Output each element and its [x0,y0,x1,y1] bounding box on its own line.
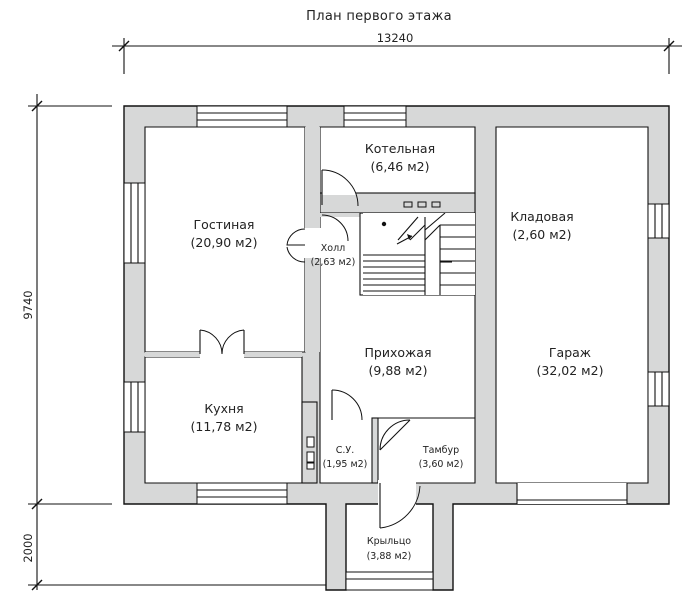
storage-area: (2,60 м2) [513,227,572,242]
vestibule-name: Тамбур [422,445,459,456]
living-room-name: Гостиная [194,217,255,232]
dimension-lines [28,38,682,591]
hallway-area: (9,88 м2) [369,363,428,378]
bathroom-area: (1,95 м2) [323,459,368,470]
walls [124,106,669,590]
kitchen-name: Кухня [204,401,243,416]
height-dimension-main: 9740 [21,290,35,319]
garage-name: Гараж [549,345,591,360]
hall-name: Холл [321,243,345,254]
plan-labels: План первого этажа 13240 9740 2000 Гости… [21,9,603,563]
width-dimension: 13240 [377,31,414,45]
living-room-area: (20,90 м2) [191,235,258,250]
plan-title: План первого этажа [306,9,452,24]
windows [123,105,670,591]
height-dimension-porch: 2000 [21,533,35,562]
porch-name: Крыльцо [367,536,411,547]
bathroom-fixtures [306,436,315,470]
hall-area: (2,63 м2) [311,257,356,268]
kitchen-area: (11,78 м2) [191,419,258,434]
stairs [363,201,475,295]
doors [199,169,421,529]
porch-area: (3,88 м2) [367,551,412,562]
bathroom-name: С.У. [336,445,354,456]
vestibule-area: (3,60 м2) [419,459,464,470]
garage-area: (32,02 м2) [537,363,604,378]
boiler-room-area: (6,46 м2) [371,159,430,174]
hallway-name: Прихожая [365,345,432,360]
boiler-room-name: Котельная [365,141,435,156]
storage-name: Кладовая [510,209,573,224]
